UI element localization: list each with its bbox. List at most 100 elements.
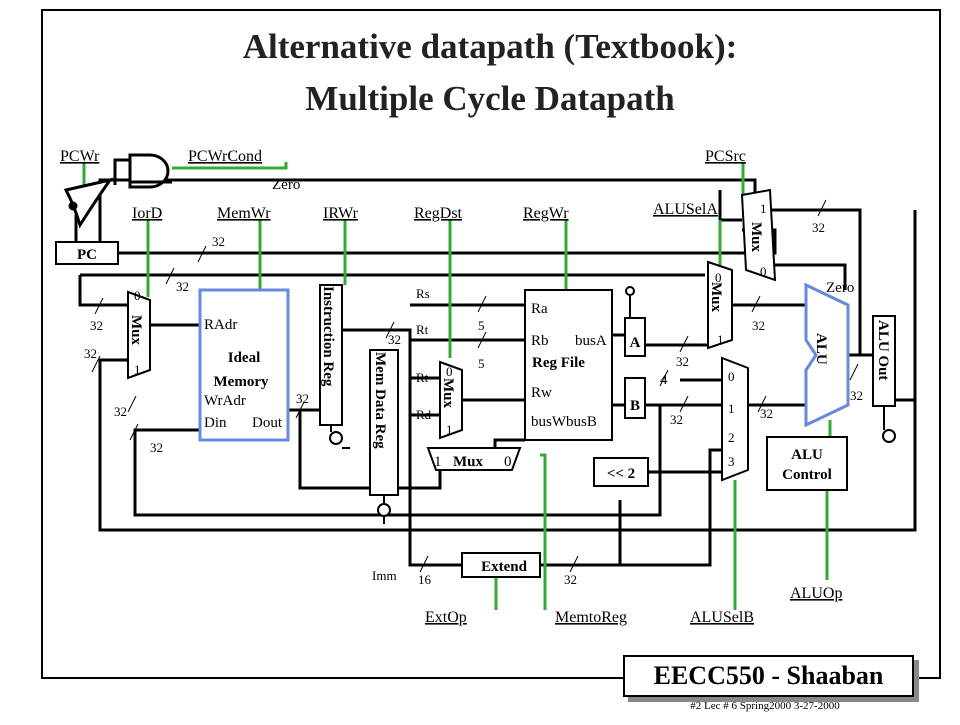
alu-control [766,436,848,491]
bus-width-marks [91,199,859,573]
mux-pcsrc [740,188,777,282]
alu-control-1: ALU [791,447,823,463]
mem-memory: Memory [214,374,269,390]
mux-pcsrc-1: 1 [760,201,767,216]
ctl-zero: Zero [272,177,300,193]
mux-aluselA [707,260,733,350]
extend-unit [461,552,541,578]
ctl-pcsrc: PCSrc [705,148,746,165]
ctl-memwr: MemWr [217,205,271,222]
mux-iord-0: 0 [134,288,141,303]
ir-label: Instruction Reg [320,286,336,387]
w-32-k: 32 [670,412,683,427]
ctl-regwr: RegWr [523,205,569,222]
w-5-b: 5 [478,356,485,371]
w-32-h: 32 [388,332,401,347]
rf-rw: Rw [531,385,552,401]
mem-radr: RAdr [204,317,237,333]
mux-regdst-0: 0 [446,364,453,379]
mux-iord-label: Mux [128,315,144,346]
alu-control-2: Control [782,467,832,483]
mem-data-reg [369,349,399,496]
shift-left-2 [593,457,649,487]
rf-title: Reg File [532,355,585,371]
control-wires [82,162,832,610]
mux-aluselB-1: 1 [728,401,735,416]
mux-regdst-1: 1 [446,422,453,437]
reg-file [524,289,613,441]
reg-a [624,317,646,357]
mux-aluselA-1: 1 [717,332,724,347]
w-32-i: 32 [564,572,577,587]
rf-ra: Ra [531,301,548,317]
w-32-c: 32 [90,318,103,333]
reg-b-label: B [630,398,640,414]
w-32-g: 32 [296,391,309,406]
w-32-n: 32 [812,220,825,235]
w-32-b: 32 [176,279,189,294]
pc-label: PC [77,247,97,263]
alu-label: ALU [813,333,829,365]
reg-a-label: A [630,335,641,351]
title-line2: Multiple Cycle Datapath [305,79,674,118]
mux-regdst [439,360,463,440]
rf-buswbusb: busWbusB [531,414,597,430]
mux-aluselB-3: 3 [728,454,735,469]
datapath-wires [78,178,917,567]
mux-memtoreg-1: 1 [434,454,442,470]
mux-regdst-label: Mux [440,378,456,409]
mem-ideal: Ideal [228,350,261,366]
ctl-regdst: RegDst [414,205,463,222]
title-line1: Alternative datapath (Textbook): [243,27,738,66]
rf-rb: Rb [531,333,549,349]
alu [804,282,850,428]
ir-rt2: Rt [416,370,429,385]
mux-aluselB-2: 2 [728,430,735,445]
w-32-f: 32 [150,440,163,455]
extend-label: Extend [481,559,528,575]
w-32-j: 32 [676,354,689,369]
mux-aluselB [721,356,749,482]
footer-brand: EECC550 - Shaaban [623,655,914,697]
mux-aluselA-0: 0 [715,270,722,285]
ir-imm: Imm [372,568,397,583]
mux-pcsrc-label: Mux [748,222,764,253]
mux-pcsrc-0: 0 [760,264,767,279]
gates [63,153,170,229]
mem-wradr: WrAdr [204,393,246,409]
and-gate [128,153,170,189]
ir-rt1: Rt [416,322,429,337]
ir-rd: Rd [416,407,432,422]
mdr-label: Mem Data Reg [372,352,388,449]
w-32-d: 32 [84,346,97,361]
w-32-e: 32 [114,404,127,419]
mux-memtoreg [426,447,522,471]
mux-aluselA-label: Mux [708,282,724,313]
const-4: 4 [660,372,668,388]
mux-aluselB-0: 0 [728,369,735,384]
pc-register [55,241,119,265]
mem-din: Din [204,415,227,431]
w-5-a: 5 [478,318,485,333]
ctl-aluselB: ALUSelB [690,609,754,626]
ctl-iord: IorD [132,205,162,222]
w-32-o: 32 [850,388,863,403]
ideal-memory [198,288,290,442]
ctl-memtoreg: MemtoReg [555,609,627,626]
slide-frame [41,9,941,679]
mem-dout: Dout [252,415,283,431]
alu-zero: Zero [826,280,854,296]
ctl-aluop: ALUOp [790,585,842,602]
mux-iord-1: 1 [134,362,141,377]
w-32-a: 32 [212,234,225,249]
w-16: 16 [418,572,432,587]
reg-b [624,377,646,419]
rf-busa: busA [575,333,607,349]
footer-small: #2 Lec # 6 Spring2000 3-27-2000 [690,700,840,712]
alu-out-label: ALU Out [875,320,891,380]
mux-memtoreg-0: 0 [504,454,512,470]
w-32-l: 32 [752,318,765,333]
ctl-pcwr: PCWr [60,148,100,165]
